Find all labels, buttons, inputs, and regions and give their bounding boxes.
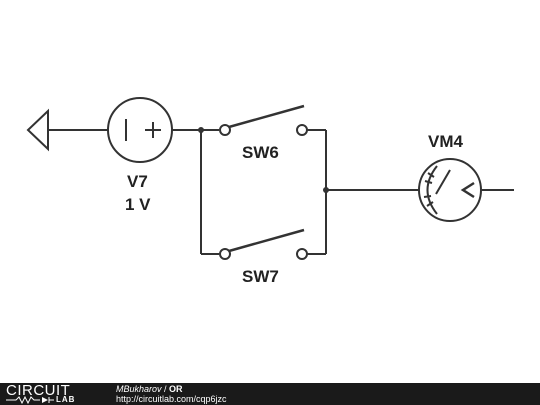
source-name-label: V7 <box>127 172 148 191</box>
circuit-url[interactable]: http://circuitlab.com/cqp6jzc <box>116 394 227 404</box>
resistor-squiggle-icon <box>6 396 54 404</box>
logo-circuit-text: CIRCUIT <box>6 382 71 399</box>
circuit-schematic: V7 1 V SW6 SW7 VM4 <box>26 97 514 286</box>
byline-separator: / <box>161 384 170 394</box>
junction-left <box>198 127 204 133</box>
source-value-label: 1 V <box>125 195 151 214</box>
switch-sw6[interactable] <box>219 104 308 136</box>
ground-symbol <box>26 108 108 152</box>
junction-right <box>323 187 329 193</box>
author-name[interactable]: MBukharov <box>116 384 162 394</box>
circuit-title[interactable]: OR <box>169 384 183 394</box>
switch-sw7-label: SW7 <box>242 267 279 286</box>
switch-sw6-label: SW6 <box>242 143 279 162</box>
footer-bar: CIRCUIT LAB MBukharov / OR http://circui… <box>0 383 540 405</box>
meter-vm4-label: VM4 <box>428 132 464 151</box>
voltage-source-v7[interactable] <box>107 97 173 163</box>
footer-byline: MBukharov / OR <box>116 384 227 394</box>
voltmeter-vm4[interactable] <box>418 158 482 222</box>
circuitlab-logo[interactable]: CIRCUIT LAB <box>6 382 102 404</box>
footer-info: MBukharov / OR http://circuitlab.com/cqp… <box>116 384 227 404</box>
logo-lab-text: LAB <box>56 395 76 404</box>
switch-sw7[interactable] <box>219 228 308 260</box>
